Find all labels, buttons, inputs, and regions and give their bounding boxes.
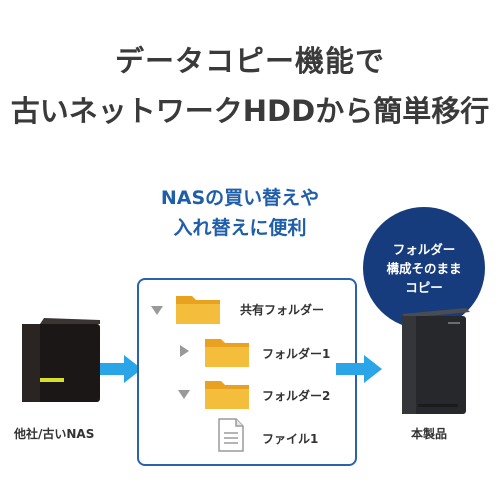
target-device-label: 本製品 [411, 427, 448, 441]
tree-item-label: フォルダー1 [262, 347, 331, 361]
folder-icon [205, 339, 249, 367]
arrow-right-icon [336, 355, 382, 383]
folder-icon [176, 296, 220, 324]
subhead-line-2: 入れ替えに便利 [173, 217, 307, 239]
old-nas-device-image [22, 318, 100, 402]
headline-line-1: データコピー機能で [114, 44, 385, 78]
tree-item-label: フォルダー2 [262, 389, 331, 403]
subhead-line-1: NASの買い替えや [160, 187, 320, 209]
expanded-triangle-icon[interactable] [151, 306, 163, 316]
tree-item-label: 共有フォルダー [240, 303, 325, 317]
source-device-label: 他社/古いNAS [14, 427, 95, 441]
file-icon [218, 418, 244, 452]
folder-tree-panel [137, 278, 357, 466]
folder-icon [205, 381, 249, 409]
badge-line-3: コピー [405, 279, 443, 295]
tree-item-label: ファイル1 [262, 432, 319, 446]
expanded-triangle-icon[interactable] [178, 390, 190, 400]
new-nas-device-image [402, 308, 470, 414]
collapsed-triangle-icon[interactable] [180, 345, 190, 357]
arrow-right-icon [100, 355, 142, 383]
headline-line-2: 古いネットワークHDDから簡単移行 [10, 94, 490, 128]
badge-line-2: 構成そのまま [386, 260, 462, 276]
badge-line-1: フォルダー [392, 241, 456, 257]
